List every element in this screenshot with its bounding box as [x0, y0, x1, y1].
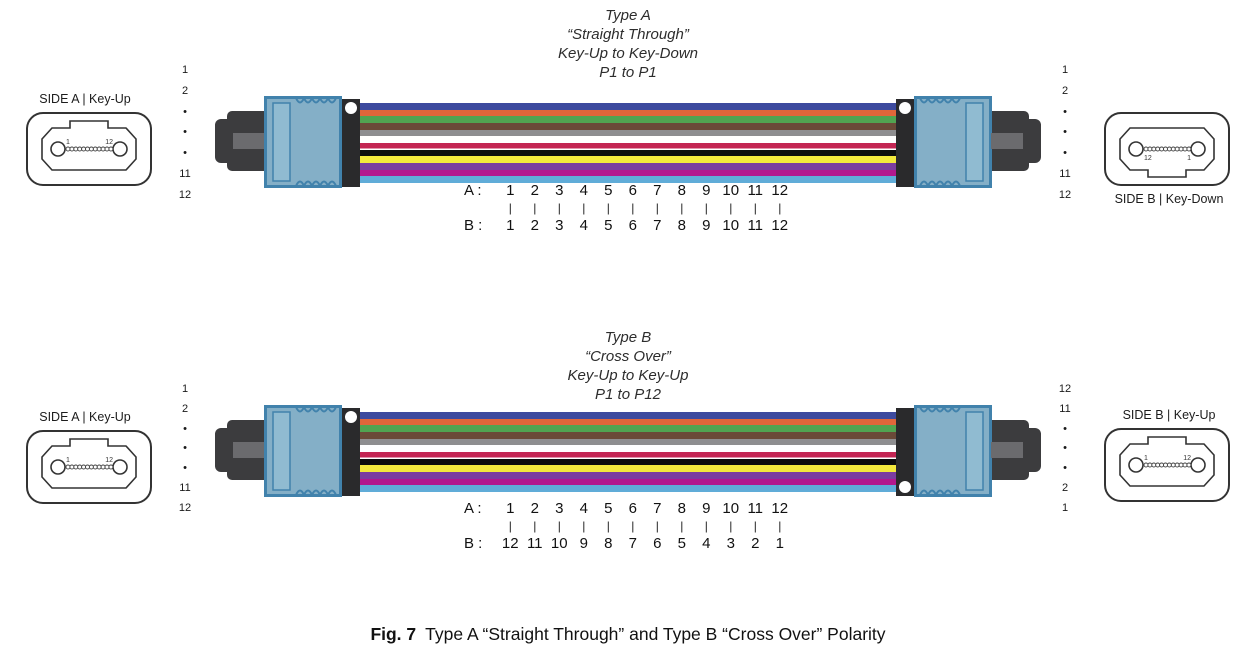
ferrule-right — [896, 99, 918, 187]
link-bars: |||||||||||| — [508, 518, 782, 533]
mpo-face-side-b-keydown: 12 1 — [1104, 112, 1230, 186]
cable-boot-stripe-right — [991, 133, 1023, 149]
ferrule-left — [338, 99, 360, 187]
pin-label-left: 12 — [1144, 155, 1152, 162]
fiber-holes — [1143, 462, 1192, 468]
pin-label-right: 12 — [1183, 455, 1191, 462]
key-orientation-dot-left — [345, 102, 357, 114]
figure-caption: Fig. 7 Type A “Straight Through” and Type… — [0, 624, 1256, 645]
mapping-links: |||||||||||| — [464, 518, 792, 533]
cable-boot-stripe-right — [991, 442, 1023, 458]
pin-label-left: 1 — [66, 457, 70, 464]
row-b-label: B : — [464, 534, 483, 552]
cable-boot-stripe-left — [233, 133, 265, 149]
side-a-keyup-label: SIDE A | Key-Up — [39, 92, 131, 106]
pin-label-right: 1 — [1187, 155, 1191, 162]
ferrule-right — [896, 408, 918, 496]
mpo-face-side-b-keyup: 1 12 — [1104, 428, 1230, 502]
fiber-holes — [1143, 146, 1192, 152]
fiber-holes — [65, 464, 114, 470]
ferrule-left — [338, 408, 360, 496]
pin-label-left: 1 — [1144, 455, 1148, 462]
figure-number: Fig. 7 — [370, 624, 417, 644]
cable-boot-tip-right — [1025, 119, 1041, 163]
row-b-label: B : — [464, 216, 483, 234]
mapping-links: |||||||||||| — [464, 200, 792, 215]
cable-boot-tip-right — [1025, 428, 1041, 472]
mpo-connector-housing-right — [914, 405, 992, 497]
pin-label-left: 1 — [66, 139, 70, 146]
type-a-title: Type A“Straight Through”Key-Up to Key-Do… — [557, 7, 699, 81]
fiber-ribbon — [358, 103, 898, 184]
link-bars: |||||||||||| — [508, 200, 782, 215]
mpo-connector-housing-right — [914, 96, 992, 188]
mpo-connector-housing-left — [264, 96, 342, 188]
side-b-keydown-label: SIDE B | Key-Down — [1114, 192, 1224, 206]
pin-label-right: 12 — [105, 139, 113, 146]
figure-caption-text: Type A “Straight Through” and Type B “Cr… — [425, 624, 886, 644]
fiber-ribbon — [358, 412, 898, 493]
key-orientation-dot-left — [345, 411, 357, 423]
row-a-label: A : — [464, 499, 482, 517]
key-orientation-dot-right — [899, 102, 911, 114]
cable-boot-stripe-left — [233, 442, 265, 458]
mpo-face-side-a-keyup: 1 12 — [26, 430, 152, 504]
pin-label-right: 12 — [105, 457, 113, 464]
fiber-holes — [65, 146, 114, 152]
side-b-keyup-label: SIDE B | Key-Up — [1122, 408, 1216, 422]
side-a-keyup-label: SIDE A | Key-Up — [39, 410, 131, 424]
row-a-label: A : — [464, 181, 482, 199]
key-orientation-dot-right — [899, 481, 911, 493]
mpo-face-side-a-keyup: 1 12 — [26, 112, 152, 186]
mpo-connector-housing-left — [264, 405, 342, 497]
